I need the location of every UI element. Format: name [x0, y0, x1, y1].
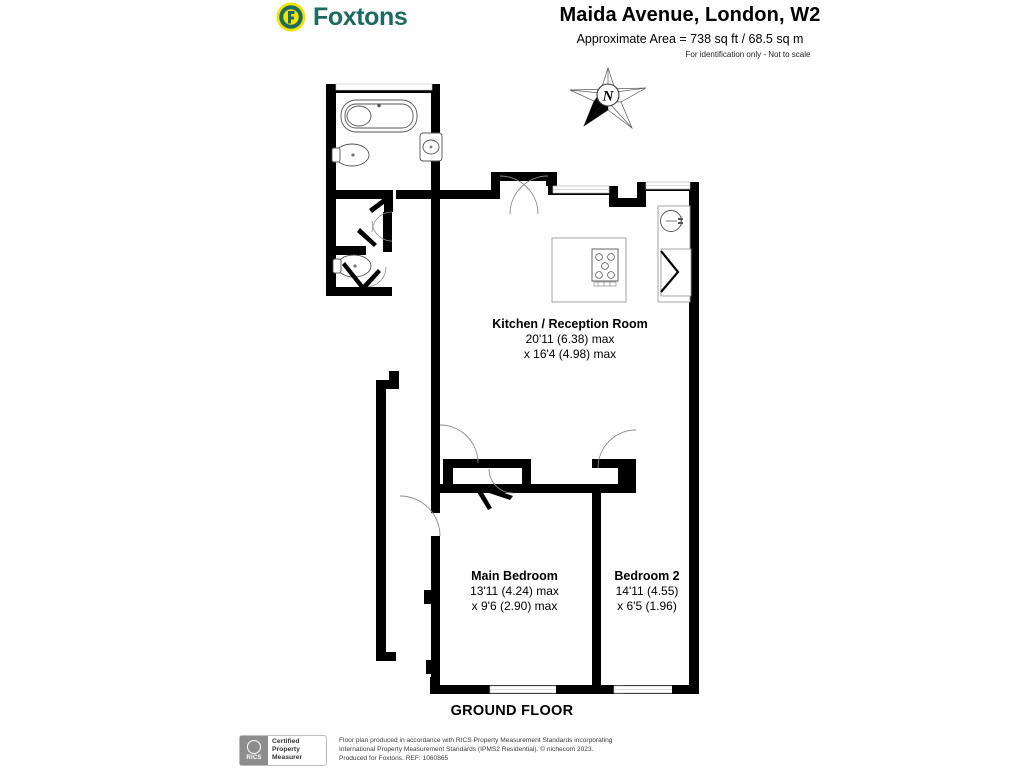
foxtons-logo-icon — [276, 2, 306, 32]
windows — [335, 83, 691, 194]
compass-rose-icon: N — [569, 66, 647, 130]
room-dim-1: 14'11 (4.55) — [615, 584, 679, 598]
room-name: Kitchen / Reception Room — [492, 317, 648, 331]
room-dim-2: x 16'4 (4.98) max — [523, 347, 617, 361]
rics-org-label: RICS — [246, 754, 262, 761]
interior-walls — [376, 426, 636, 686]
room-label-main-bedroom: Main Bedroom 13'11 (4.24) max x 9'6 (2.9… — [432, 569, 597, 614]
room-dim-1: 20'11 (6.38) max — [525, 332, 615, 346]
footer-disclaimer: Floor plan produced in accordance with R… — [339, 735, 612, 764]
door-swings-bathroom — [365, 211, 393, 288]
badge-line-3: Measurer — [272, 754, 303, 762]
plan-footer: RICS Certified Property Measurer Floor p… — [239, 735, 799, 766]
rics-emblem-icon — [247, 739, 261, 754]
wc-fixtures — [332, 254, 372, 278]
footer-line-2: International Property Measurement Stand… — [339, 746, 594, 754]
approximate-area: Approximate Area = 738 sq ft / 68.5 sq m — [576, 32, 804, 46]
compass-north-label: N — [602, 89, 615, 105]
bathroom-fixtures — [331, 99, 443, 167]
room-dim-1: 13'11 (4.24) max — [470, 584, 559, 598]
door-leaves-bathroom — [342, 194, 392, 291]
room-name: Bedroom 2 — [614, 569, 680, 583]
door-leaves-main — [474, 484, 513, 510]
kitchen-sink-icon — [660, 210, 682, 232]
rics-logo-icon: RICS — [240, 736, 268, 765]
badge-line-2: Property — [272, 746, 300, 754]
door-swings-main — [399, 175, 637, 537]
foxtons-wordmark: Foxtons — [313, 2, 408, 31]
room-dim-2: x 9'6 (2.90) max — [471, 599, 558, 613]
floor-caption: GROUND FLOOR — [450, 703, 574, 719]
left-wall-upper — [389, 198, 440, 426]
title-block: Maida Avenue, London, W2 Approximate Are… — [430, 0, 950, 60]
disclaimer-note: For identification only - Not to scale — [685, 50, 811, 59]
rics-certified-badge: RICS Certified Property Measurer — [239, 735, 327, 766]
footer-line-1: Floor plan produced in accordance with R… — [339, 737, 613, 744]
bathtub-icon — [340, 99, 418, 133]
page-title: Maida Avenue, London, W2 — [559, 4, 821, 26]
plan-header: Foxtons Maida Avenue, London, W2 Approxi… — [0, 0, 1024, 59]
footer-line-3: Produced for Foxtons. REF: 1060865 — [339, 755, 449, 763]
room-dim-2: x 6'5 (1.96) — [617, 599, 677, 613]
main-outer-walls — [376, 172, 699, 694]
kitchen-fittings — [551, 205, 692, 303]
room-label-bedroom-2: Bedroom 2 14'11 (4.55) x 6'5 (1.96) — [592, 569, 702, 614]
room-name: Main Bedroom — [471, 569, 558, 583]
room-label-kitchen: Kitchen / Reception Room 20'11 (6.38) ma… — [470, 317, 670, 362]
foxtons-logo: Foxtons — [276, 2, 408, 32]
rics-badge-text: Certified Property Measurer — [268, 736, 326, 765]
bay-windows — [426, 660, 699, 694]
badge-line-1: Certified — [272, 738, 300, 745]
